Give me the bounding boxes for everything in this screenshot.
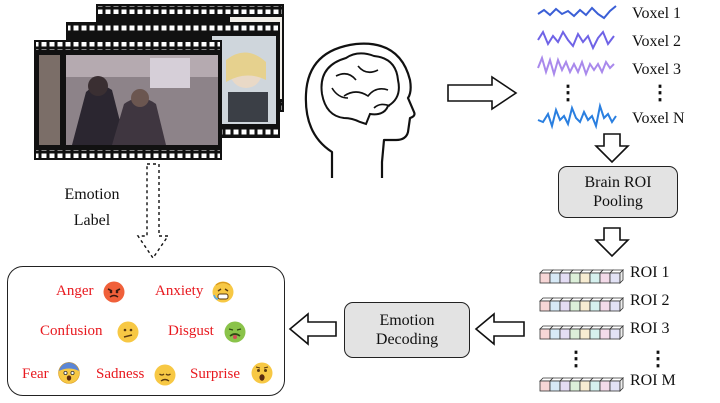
- voxel-n-signal: [537, 102, 617, 130]
- confused-face-icon: [117, 321, 139, 343]
- arrow-rois-to-decoding: [474, 312, 525, 346]
- roi-cell: [559, 328, 571, 340]
- roi-m-label: ROI M: [630, 372, 676, 389]
- roi-cell: [609, 272, 621, 284]
- brain-roi-pooling-box: Brain ROI Pooling: [558, 166, 678, 218]
- roi-cell: [589, 272, 601, 284]
- roi-ellipsis-left: ⋮: [566, 348, 586, 370]
- roi-cell: [549, 380, 561, 392]
- roi-cell: [599, 300, 611, 312]
- voxel-ellipsis-right: ⋮: [650, 82, 670, 104]
- roi-cell: [539, 380, 551, 392]
- roi-cell: [609, 328, 621, 340]
- emotion-anxiety: Anxiety: [155, 283, 204, 299]
- dashed-arrow-emotion-label: [136, 163, 170, 260]
- voxel-3-signal: [537, 54, 615, 78]
- roi-cell: [569, 328, 581, 340]
- arrow-head-to-voxels: [447, 75, 518, 111]
- angry-face-icon: [103, 281, 125, 303]
- roi-bar-1: [539, 269, 624, 284]
- emotion-decoding-line1: Emotion: [379, 312, 435, 329]
- nauseated-face-icon: [224, 321, 246, 343]
- astonished-face-icon: [251, 362, 273, 384]
- roi-cell: [579, 380, 591, 392]
- roi-cell: [539, 328, 551, 340]
- roi-cell-side: [619, 325, 624, 340]
- roi-cell: [589, 380, 601, 392]
- video-frames: [34, 4, 284, 160]
- roi-cell: [549, 300, 561, 312]
- roi-cell-side: [619, 297, 624, 312]
- roi-2-label: ROI 2: [630, 292, 670, 309]
- roi-cell-side: [619, 377, 624, 392]
- roi-cell: [559, 300, 571, 312]
- roi-3-label: ROI 3: [630, 320, 670, 337]
- roi-cell: [609, 300, 621, 312]
- anxious-face-icon: [212, 281, 234, 303]
- emotion-disgust: Disgust: [168, 323, 214, 339]
- roi-cell: [539, 300, 551, 312]
- roi-cell: [579, 300, 591, 312]
- emotion-label-line2: Label: [73, 212, 111, 229]
- roi-cell: [549, 272, 561, 284]
- roi-cell: [569, 380, 581, 392]
- emotion-confusion: Confusion: [40, 323, 103, 339]
- roi-cell: [599, 380, 611, 392]
- voxel-2-label: Voxel 2: [632, 33, 682, 50]
- roi-cell: [579, 328, 591, 340]
- emotion-surprise: Surprise: [190, 366, 240, 382]
- roi-cell: [559, 272, 571, 284]
- voxel-n-label: Voxel N: [632, 110, 685, 127]
- emotion-decoding-line2: Decoding: [375, 331, 439, 348]
- head-brain-icon: [304, 42, 416, 178]
- emotion-fear: Fear: [22, 366, 49, 382]
- roi-cell: [539, 272, 551, 284]
- arrow-decoding-to-emotions: [288, 312, 337, 346]
- roi-ellipsis-right: ⋮: [648, 348, 668, 370]
- roi-bar-3: [539, 325, 624, 340]
- film-strip-front: [34, 40, 222, 160]
- roi-bar-m: [539, 377, 624, 392]
- arrow-pooling-to-rois: [594, 227, 630, 258]
- roi-cell-side: [619, 269, 624, 284]
- voxel-ellipsis-left: ⋮: [558, 82, 578, 104]
- roi-cell: [589, 300, 601, 312]
- roi-cell: [609, 380, 621, 392]
- roi-cell: [569, 300, 581, 312]
- brain-roi-pooling-line1: Brain ROI: [584, 174, 652, 191]
- roi-cell: [599, 272, 611, 284]
- emotion-sadness: Sadness: [96, 366, 145, 382]
- roi-bar-2: [539, 297, 624, 312]
- roi-cell: [569, 272, 581, 284]
- arrow-voxels-to-pooling: [594, 133, 630, 164]
- roi-cell: [549, 328, 561, 340]
- roi-cell: [589, 328, 601, 340]
- voxel-1-signal: [537, 5, 617, 20]
- emotion-decoding-box: Emotion Decoding: [344, 302, 470, 358]
- emotion-label-text: Emotion Label: [52, 182, 132, 234]
- emotion-label-line1: Emotion: [64, 186, 120, 203]
- voxel-1-label: Voxel 1: [632, 5, 682, 22]
- roi-bars: [539, 269, 624, 392]
- roi-cell: [559, 380, 571, 392]
- voxel-2-signal: [537, 29, 615, 51]
- brain-roi-pooling-line2: Pooling: [593, 193, 643, 210]
- roi-1-label: ROI 1: [630, 264, 670, 281]
- voxel-3-label: Voxel 3: [632, 61, 682, 78]
- sad-face-icon: [154, 364, 176, 386]
- emotion-anger: Anger: [56, 283, 94, 299]
- roi-cell: [579, 272, 591, 284]
- fearful-face-icon: [58, 362, 80, 384]
- voxel-signals: [537, 5, 617, 130]
- roi-cell: [599, 328, 611, 340]
